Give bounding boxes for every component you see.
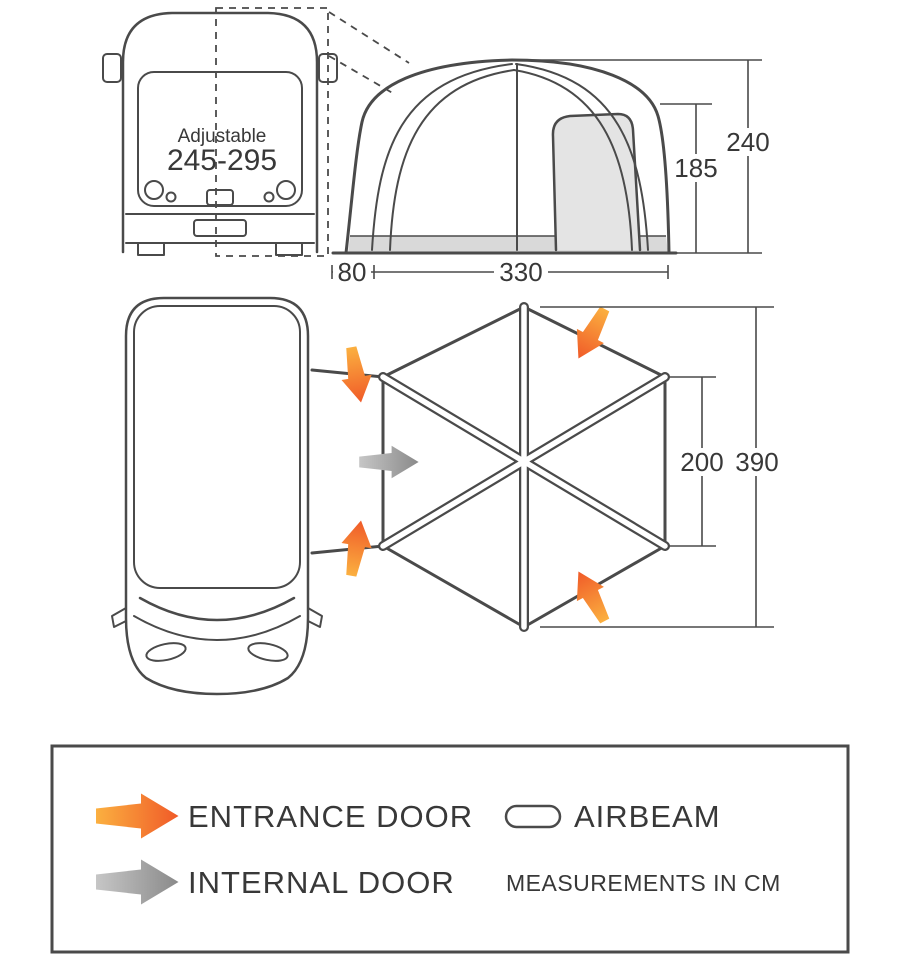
dimension-width-bottom: 80 330 — [331, 257, 669, 287]
tunnel-dashed-box — [215, 7, 329, 257]
dim-185-label: 185 — [674, 153, 717, 183]
adjustable-label: Adjustable — [178, 126, 267, 147]
legend-box — [50, 744, 850, 954]
awning-elevation — [331, 58, 678, 255]
van-front-view: Adjustable 245-295 — [102, 11, 338, 256]
tunnel-side-top — [310, 368, 385, 379]
dim-390-label: 390 — [735, 447, 778, 477]
van-top-body-outline — [124, 296, 310, 696]
awning-door-panel — [552, 114, 640, 250]
tunnel-dashed-outline — [215, 7, 410, 257]
adjustable-range: 245-295 — [167, 144, 277, 177]
awning-plan-view — [310, 301, 670, 632]
dim-240-label: 240 — [726, 127, 769, 157]
van-front-mirror-left — [102, 53, 122, 83]
dim-80-label: 80 — [338, 257, 367, 287]
van-top-mirror-left — [111, 607, 127, 628]
internal-door-label: INTERNAL DOOR — [188, 865, 455, 900]
van-top-bonnet-arc — [133, 615, 301, 641]
awning-beam-arc-right — [515, 63, 649, 251]
van-top-roof-outline — [133, 305, 301, 589]
airbeam-label: AIRBEAM — [574, 799, 721, 834]
internal-door-arrow — [359, 445, 419, 479]
legend: ENTRANCE DOOR AIRBEAM INTERNAL DOOR MEAS… — [50, 744, 850, 954]
dim-330-label-bg — [494, 259, 548, 285]
van-front-headlight-right-small — [263, 191, 275, 203]
measurements-note: MEASUREMENTS IN CM — [506, 870, 781, 896]
van-front-wheel-left — [137, 242, 165, 256]
dimension-peak-height: 240 — [525, 59, 772, 254]
van-top-headlight-right — [247, 642, 289, 662]
entrance-door-label: ENTRANCE DOOR — [188, 799, 473, 834]
van-top-windshield-arc — [138, 596, 296, 622]
tunnel-side-bottom — [310, 544, 385, 555]
airbeam-spokes — [378, 302, 670, 632]
dim-200-label: 200 — [680, 447, 723, 477]
dim-330-label: 330 — [499, 257, 542, 287]
dimension-side-height: 185 — [660, 103, 720, 253]
dim-390-label-bg — [731, 448, 783, 476]
dim-240-label-bg — [724, 128, 772, 156]
dim-185-label-bg — [672, 154, 720, 182]
van-front-wheel-right — [275, 242, 303, 256]
dim-200-label-bg — [676, 448, 728, 476]
van-front-license-plate — [193, 219, 247, 237]
tunnel-dashed-diagonal-upper — [328, 11, 410, 64]
entrance-door-arrow-bottom-right — [564, 564, 619, 629]
awning-beam-arc-left-inner — [389, 69, 515, 251]
van-top-headlight-left — [145, 642, 187, 662]
awning-outer-outline — [344, 58, 671, 255]
dimension-total-width: 390 — [540, 306, 783, 628]
van-top-mirror-right — [307, 607, 323, 628]
entrance-door-arrow-top-right — [564, 301, 619, 366]
awning-beam-arc-left — [371, 63, 513, 251]
awning-beam-arc-right-inner — [513, 69, 633, 251]
van-top-view — [111, 296, 323, 696]
dim-80-label-bg — [333, 259, 371, 285]
van-front-grille — [206, 189, 234, 206]
van-front-body-outline — [121, 11, 319, 254]
van-front-headlight-right — [276, 180, 296, 200]
van-front-headlight-left-small — [165, 191, 177, 203]
airbeam-legend-icon — [504, 804, 562, 829]
dimension-inner-width: 200 — [668, 376, 728, 547]
van-front-headlight-left — [144, 180, 164, 200]
